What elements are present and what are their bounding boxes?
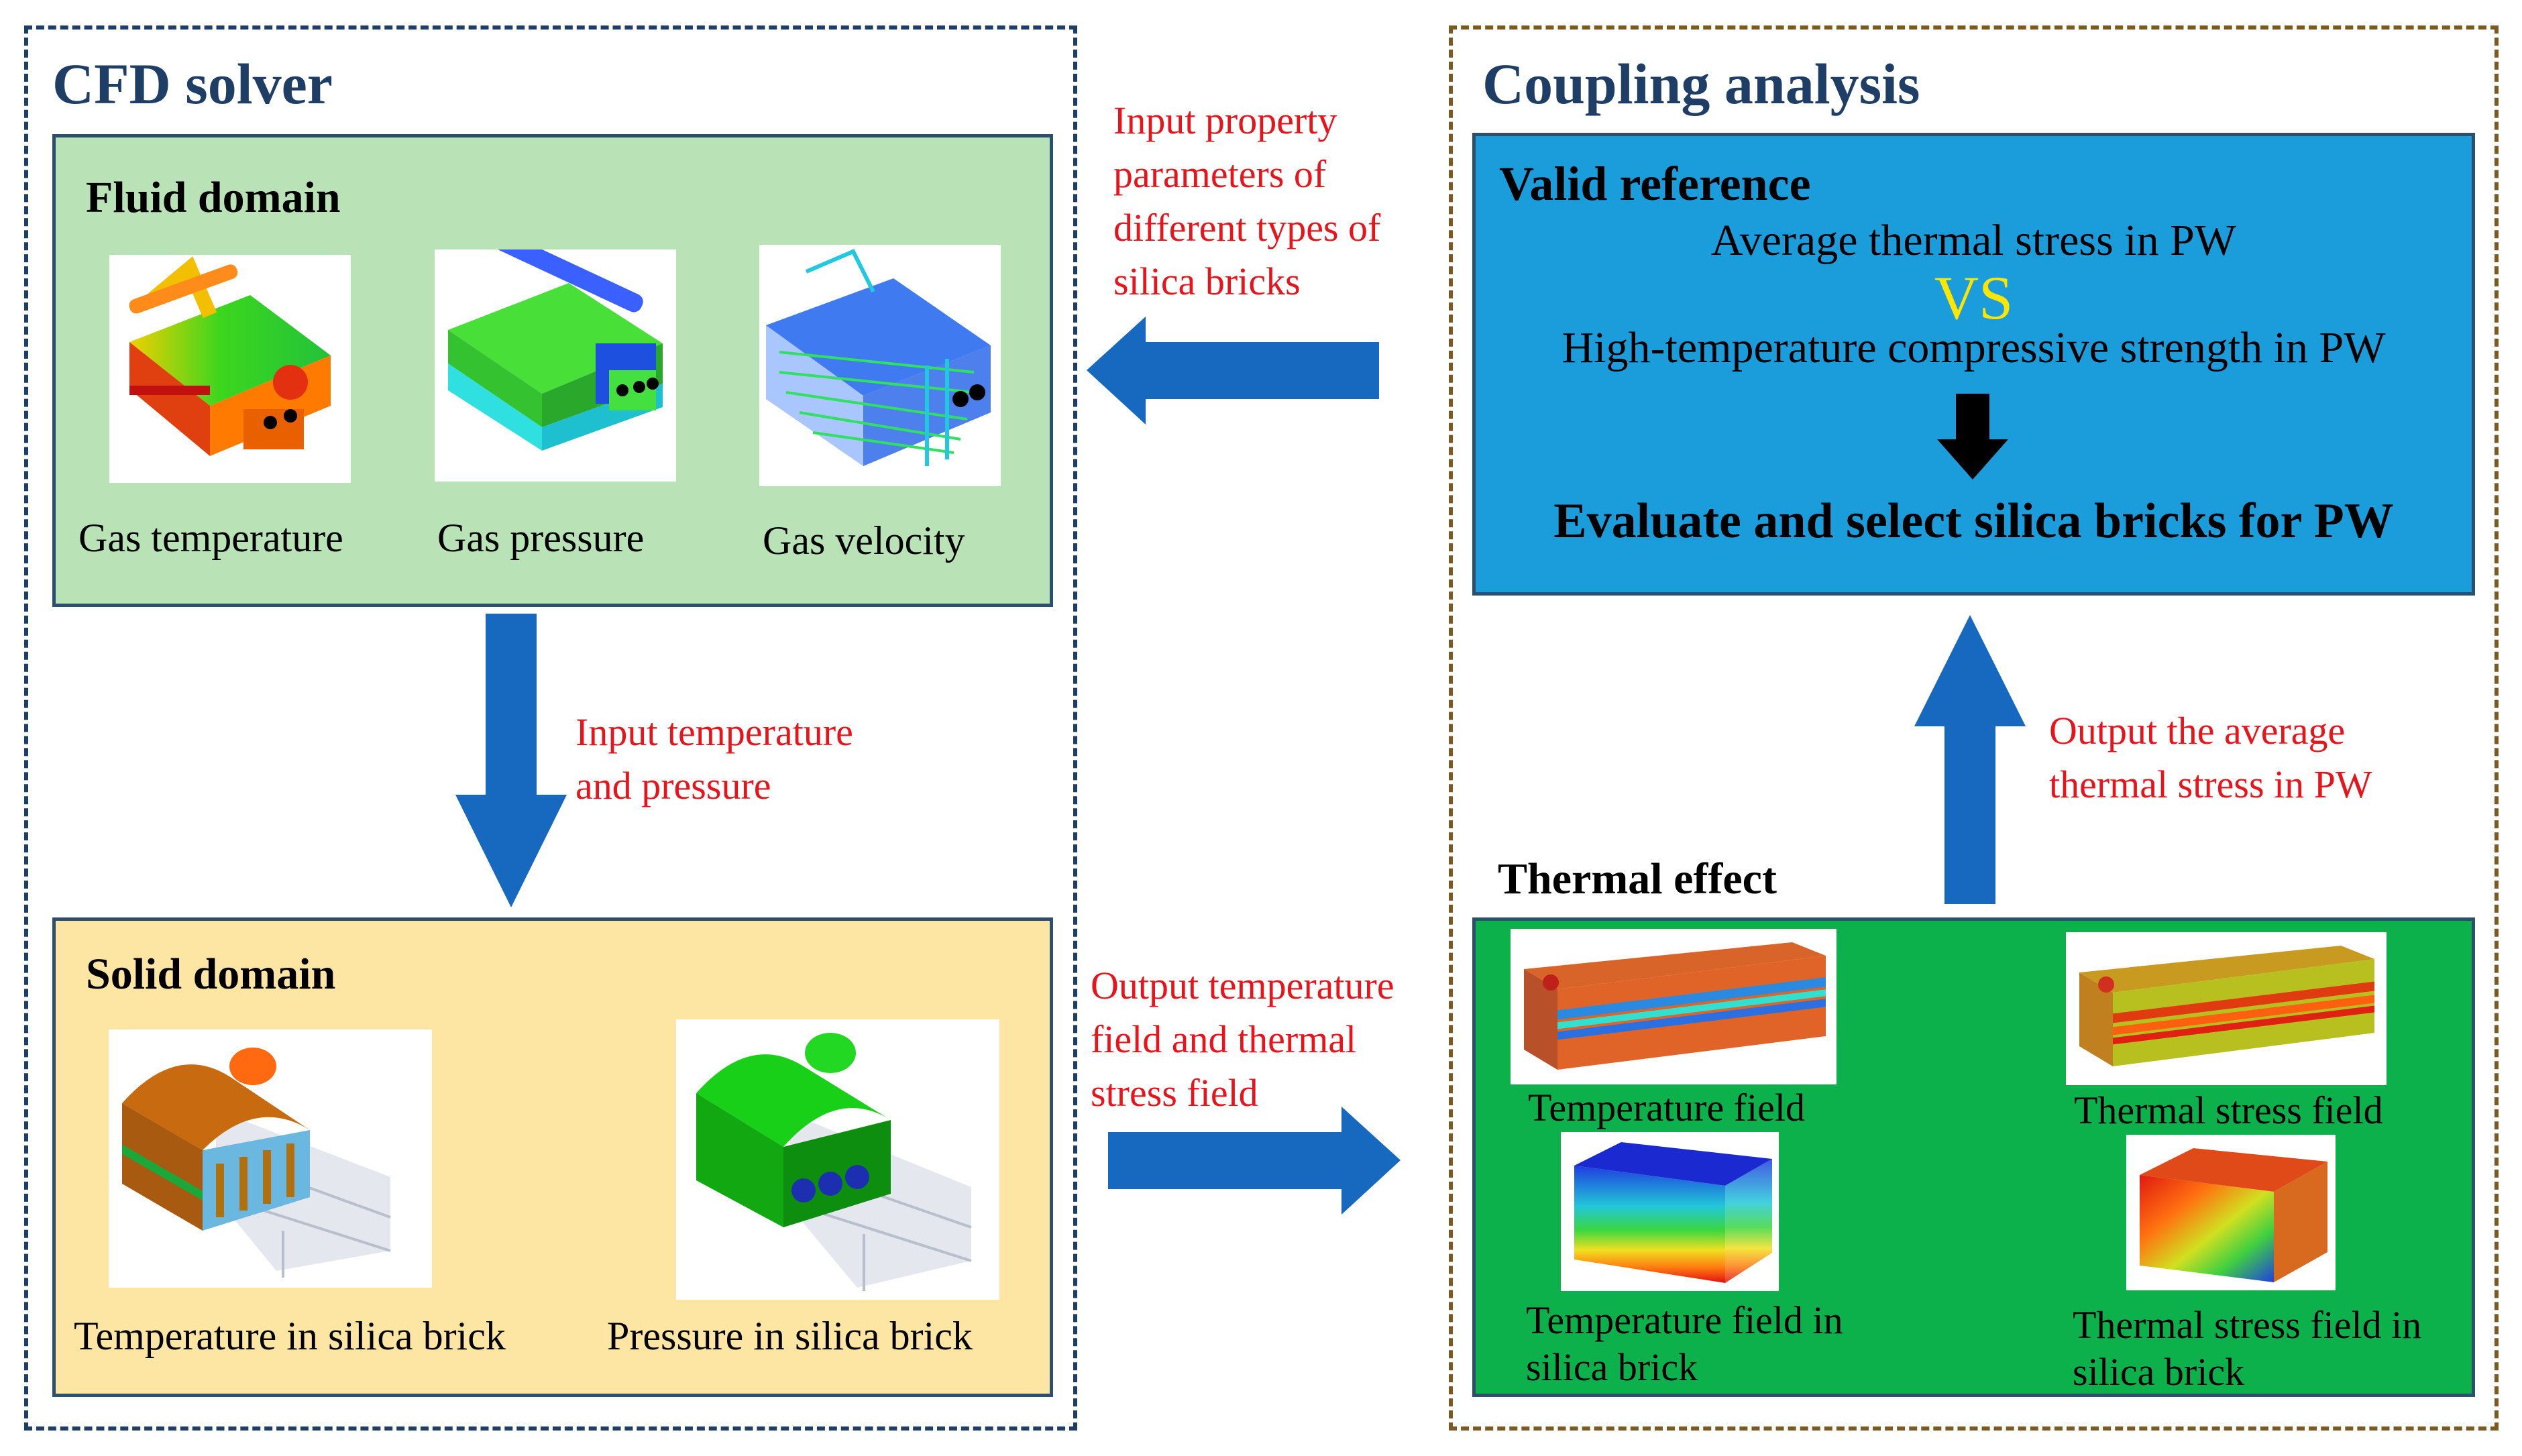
vs-text: VS bbox=[1934, 264, 2014, 332]
output-field-label: Output temperature field and thermal str… bbox=[1091, 959, 1394, 1120]
pressure-silica-brick-image bbox=[676, 1019, 999, 1300]
input-property-label-line1: Input property bbox=[1113, 99, 1337, 142]
solid-domain-title: Solid domain bbox=[86, 950, 336, 999]
temperature-field-brick-image bbox=[1561, 1132, 1779, 1291]
input-temp-label-line2: and pressure bbox=[575, 764, 771, 807]
coupling-analysis-section bbox=[1449, 25, 2499, 1431]
coupling-analysis-title: Coupling analysis bbox=[1482, 52, 1920, 116]
output-average-label-line1: Output the average bbox=[2049, 709, 2346, 752]
cfd-solver-title: CFD solver bbox=[52, 52, 333, 116]
gas-pressure-image bbox=[435, 249, 676, 482]
input-property-label-line2: parameters of bbox=[1113, 152, 1327, 196]
output-field-label-line1: Output temperature bbox=[1091, 964, 1394, 1007]
valid-reference-title: Valid reference bbox=[1499, 157, 1811, 211]
temperature-field-brick-caption-line1: Temperature field in bbox=[1526, 1298, 1843, 1342]
input-temp-label: Input temperature and pressure bbox=[575, 706, 853, 813]
valid-reference-panel bbox=[1472, 133, 2475, 596]
input-property-label-line4: silica bricks bbox=[1113, 260, 1301, 303]
gas-temperature-caption: Gas temperature bbox=[78, 516, 343, 560]
thermal-stress-field-image bbox=[2066, 932, 2387, 1085]
gas-temperature-image bbox=[109, 255, 351, 483]
left-arrow bbox=[1087, 317, 1379, 425]
output-average-label: Output the average thermal stress in PW bbox=[2049, 704, 2372, 811]
evaluate-select-text: Evaluate and select silica bricks for PW bbox=[1553, 494, 2394, 549]
thermal-stress-brick-image bbox=[2126, 1135, 2336, 1290]
gas-velocity-image bbox=[759, 245, 1001, 486]
gas-pressure-caption: Gas pressure bbox=[437, 516, 645, 560]
output-field-label-line2: field and thermal bbox=[1091, 1017, 1357, 1061]
pressure-silica-brick-caption: Pressure in silica brick bbox=[607, 1314, 973, 1358]
thermal-stress-brick-caption-line2: silica brick bbox=[2073, 1350, 2245, 1394]
average-thermal-stress-text: Average thermal stress in PW bbox=[1710, 216, 2237, 265]
input-property-label: Input property parameters of different t… bbox=[1113, 94, 1380, 309]
input-temp-label-line1: Input temperature bbox=[575, 710, 853, 754]
gas-velocity-caption: Gas velocity bbox=[763, 518, 965, 563]
thermal-effect-title: Thermal effect bbox=[1498, 854, 1777, 903]
down-arrow bbox=[455, 614, 567, 907]
up-arrow bbox=[1914, 615, 2026, 904]
thermal-stress-field-caption: Thermal stress field bbox=[2074, 1088, 2383, 1132]
thermal-stress-brick-caption-line1: Thermal stress field in bbox=[2073, 1303, 2422, 1347]
temperature-silica-brick-caption: Temperature in silica brick bbox=[74, 1314, 506, 1358]
input-property-label-line3: different types of bbox=[1113, 206, 1381, 249]
right-arrow bbox=[1108, 1107, 1401, 1215]
temperature-silica-brick-image bbox=[109, 1029, 432, 1288]
temperature-field-caption: Temperature field bbox=[1528, 1086, 1805, 1129]
compressive-strength-text: High-temperature compressive strength in… bbox=[1561, 323, 2386, 372]
output-average-label-line2: thermal stress in PW bbox=[2049, 763, 2372, 806]
output-field-label-line3: stress field bbox=[1091, 1071, 1258, 1115]
temperature-field-brick-caption-line2: silica brick bbox=[1526, 1345, 1698, 1389]
temperature-field-image bbox=[1511, 929, 1836, 1084]
down-arrow-black bbox=[1937, 394, 2008, 480]
fluid-domain-title: Fluid domain bbox=[86, 173, 341, 222]
cfd-solver-section bbox=[24, 25, 1077, 1431]
